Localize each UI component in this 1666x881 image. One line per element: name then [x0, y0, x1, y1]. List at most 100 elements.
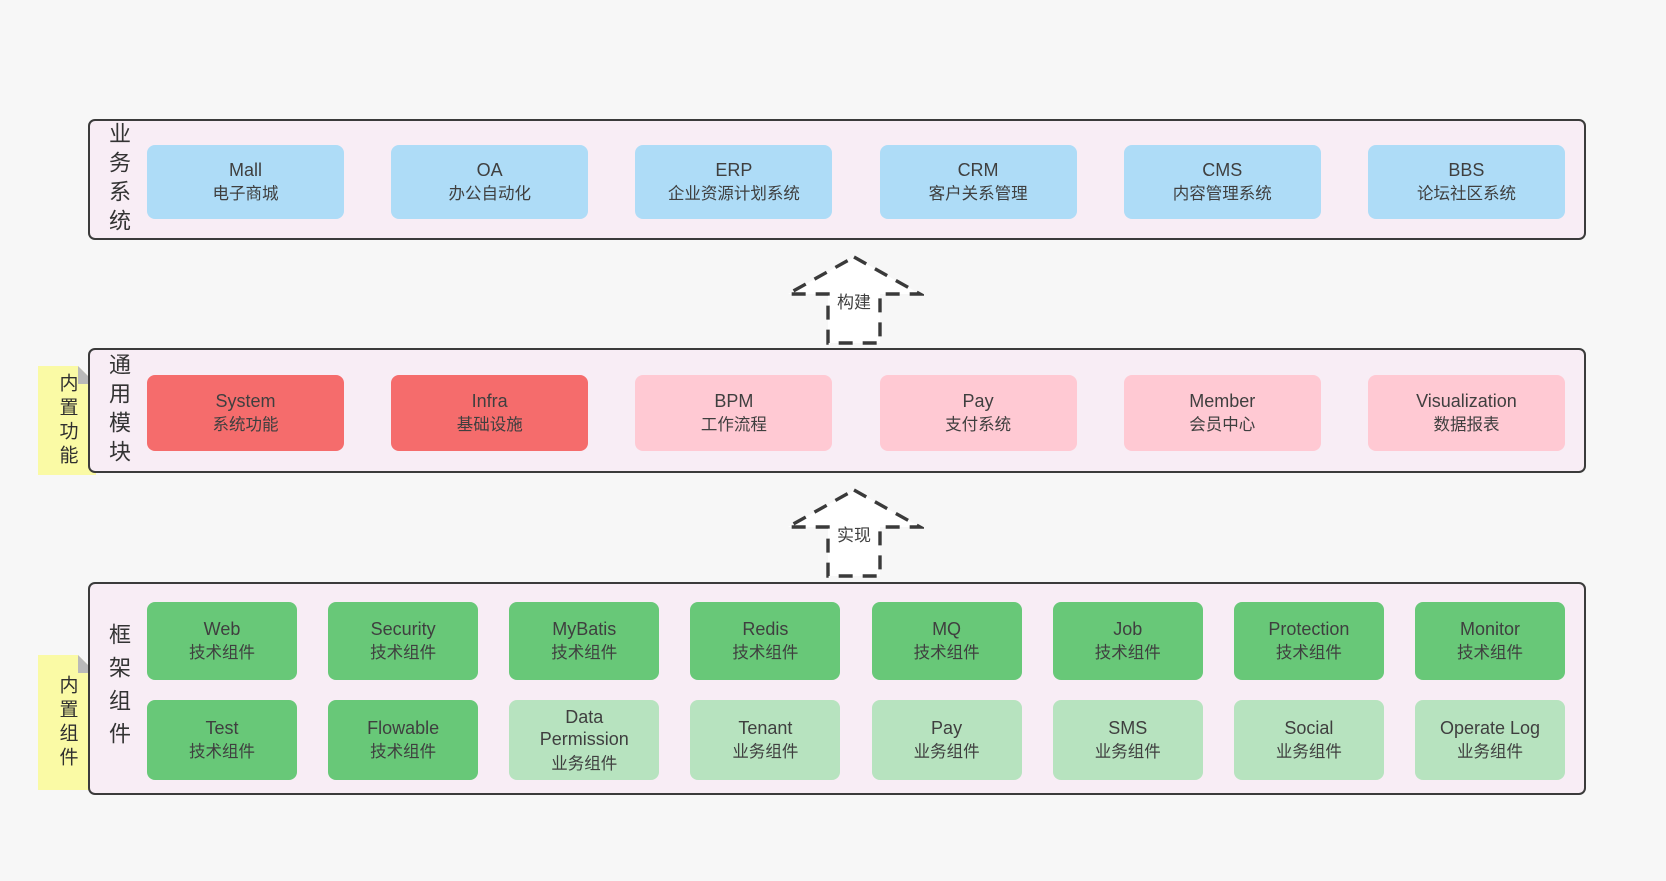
box-subtitle: 业务组件 — [913, 743, 980, 762]
box-subtitle: 技术组件 — [1456, 644, 1523, 663]
panel-label-common-modules: 通用模块 — [106, 352, 131, 469]
box-job: Job 技术组件 — [1052, 602, 1203, 680]
box-oa: OA 办公自动化 — [391, 145, 589, 219]
box-title: CRM — [957, 159, 999, 180]
box-erp: ERP 企业资源计划系统 — [635, 145, 833, 219]
box-title: Web — [203, 618, 241, 639]
box-title: Infra — [471, 390, 508, 411]
box-subtitle: 技术组件 — [189, 743, 255, 762]
box-subtitle: 系统功能 — [212, 416, 279, 435]
framework-box-row-2: Test 技术组件 Flowable 技术组件 Data Permission … — [147, 700, 1565, 780]
box-subtitle: 支付系统 — [945, 416, 1012, 435]
box-bpm: BPM 工作流程 — [635, 375, 833, 451]
box-visualization: Visualization 数据报表 — [1367, 375, 1565, 451]
box-title: Pay — [931, 717, 963, 738]
box-redis: Redis 技术组件 — [690, 602, 841, 680]
box-subtitle: 论坛社区系统 — [1416, 185, 1516, 204]
box-title: Member — [1189, 390, 1256, 411]
box-subtitle: 技术组件 — [370, 644, 437, 663]
box-subtitle: 办公自动化 — [448, 185, 531, 204]
box-test: Test 技术组件 — [147, 700, 297, 780]
box-title: Social — [1284, 717, 1334, 738]
box-title: Tenant — [738, 717, 793, 738]
box-title: Data Permission — [539, 706, 629, 750]
box-title: SMS — [1108, 717, 1148, 738]
panel-label-framework-components: 框架组件 — [106, 622, 131, 755]
box-social: Social 业务组件 — [1233, 700, 1384, 780]
box-title: Redis — [742, 618, 789, 639]
box-title: CMS — [1202, 159, 1243, 180]
box-flowable: Flowable 技术组件 — [328, 700, 479, 780]
box-title: Mall — [228, 159, 262, 180]
box-title: Test — [205, 717, 239, 738]
box-protection: Protection 技术组件 — [1233, 602, 1384, 680]
box-subtitle: 业务组件 — [732, 743, 799, 762]
box-cms: CMS 内容管理系统 — [1123, 145, 1321, 219]
box-mybatis: MyBatis 技术组件 — [509, 602, 660, 680]
modules-box-row: System 系统功能 Infra 基础设施 BPM 工作流程 Pay 支付系统… — [147, 375, 1565, 451]
business-box-row: Mall 电子商城 OA 办公自动化 ERP 企业资源计划系统 CRM 客户关系… — [147, 145, 1565, 219]
box-tenant: Tenant 业务组件 — [690, 700, 841, 780]
box-subtitle: 内容管理系统 — [1172, 185, 1272, 204]
box-title: Security — [370, 618, 436, 639]
box-title: System — [215, 390, 276, 411]
arrow-label-build: 构建 — [834, 288, 874, 313]
panel-business-systems: 业务系统 Mall 电子商城 OA 办公自动化 ERP 企业资源计划系统 CRM… — [88, 119, 1586, 240]
framework-box-row-1: Web 技术组件 Security 技术组件 MyBatis 技术组件 Redi… — [147, 602, 1565, 680]
box-subtitle: 业务组件 — [551, 754, 618, 773]
box-subtitle: 数据报表 — [1433, 416, 1500, 435]
box-title: BPM — [714, 390, 754, 411]
box-subtitle: 会员中心 — [1189, 416, 1256, 435]
sticky-note-label: 内置组件 — [56, 674, 78, 771]
box-title: Flowable — [367, 717, 440, 738]
box-system: System 系统功能 — [147, 375, 344, 451]
box-title: Visualization — [1416, 390, 1517, 411]
panel-common-modules: 通用模块 System 系统功能 Infra 基础设施 BPM 工作流程 Pay… — [88, 348, 1586, 473]
box-title: BBS — [1448, 159, 1485, 180]
box-operate-log: Operate Log 业务组件 — [1414, 700, 1565, 780]
box-subtitle: 业务组件 — [1456, 743, 1523, 762]
sticky-note-label: 内置功能 — [56, 372, 78, 469]
box-monitor: Monitor 技术组件 — [1414, 602, 1565, 680]
box-subtitle: 电子商城 — [212, 185, 279, 204]
box-title: Operate Log — [1439, 717, 1541, 738]
box-pay-module: Pay 支付系统 — [879, 375, 1077, 451]
box-title: MQ — [932, 618, 962, 639]
box-subtitle: 技术组件 — [189, 644, 255, 663]
sticky-note-builtin-features: 内置功能 — [38, 366, 96, 475]
box-title: Pay — [962, 390, 994, 411]
panel-framework-components: 框架组件 Web 技术组件 Security 技术组件 MyBatis 技术组件… — [88, 582, 1586, 795]
box-title: Protection — [1268, 618, 1350, 639]
box-subtitle: 技术组件 — [1275, 644, 1342, 663]
box-title: Job — [1113, 618, 1143, 639]
box-subtitle: 技术组件 — [551, 644, 618, 663]
box-subtitle: 业务组件 — [1275, 743, 1342, 762]
box-title: OA — [476, 159, 503, 180]
box-title: MyBatis — [552, 618, 617, 639]
arrow-implement: 实现 — [784, 487, 924, 579]
arrow-label-implement: 实现 — [834, 521, 874, 546]
box-subtitle: 工作流程 — [700, 416, 767, 435]
box-subtitle: 业务组件 — [1094, 743, 1161, 762]
box-infra: Infra 基础设施 — [391, 375, 589, 451]
box-subtitle: 技术组件 — [370, 743, 437, 762]
arrow-build: 构建 — [784, 254, 924, 346]
panel-label-business-systems: 业务系统 — [106, 121, 131, 238]
box-title: Monitor — [1459, 618, 1520, 639]
box-sms: SMS 业务组件 — [1052, 700, 1203, 780]
box-pay-component: Pay 业务组件 — [871, 700, 1022, 780]
box-subtitle: 客户关系管理 — [928, 185, 1028, 204]
box-subtitle: 技术组件 — [732, 644, 799, 663]
box-data-permission: Data Permission 业务组件 — [509, 700, 660, 780]
box-bbs: BBS 论坛社区系统 — [1367, 145, 1565, 219]
box-web: Web 技术组件 — [147, 602, 297, 680]
box-mall: Mall 电子商城 — [147, 145, 344, 219]
box-subtitle: 技术组件 — [913, 644, 980, 663]
box-subtitle: 企业资源计划系统 — [667, 185, 800, 204]
box-subtitle: 基础设施 — [456, 416, 523, 435]
box-subtitle: 技术组件 — [1094, 644, 1161, 663]
box-title: ERP — [715, 159, 753, 180]
box-mq: MQ 技术组件 — [871, 602, 1022, 680]
box-security: Security 技术组件 — [328, 602, 479, 680]
